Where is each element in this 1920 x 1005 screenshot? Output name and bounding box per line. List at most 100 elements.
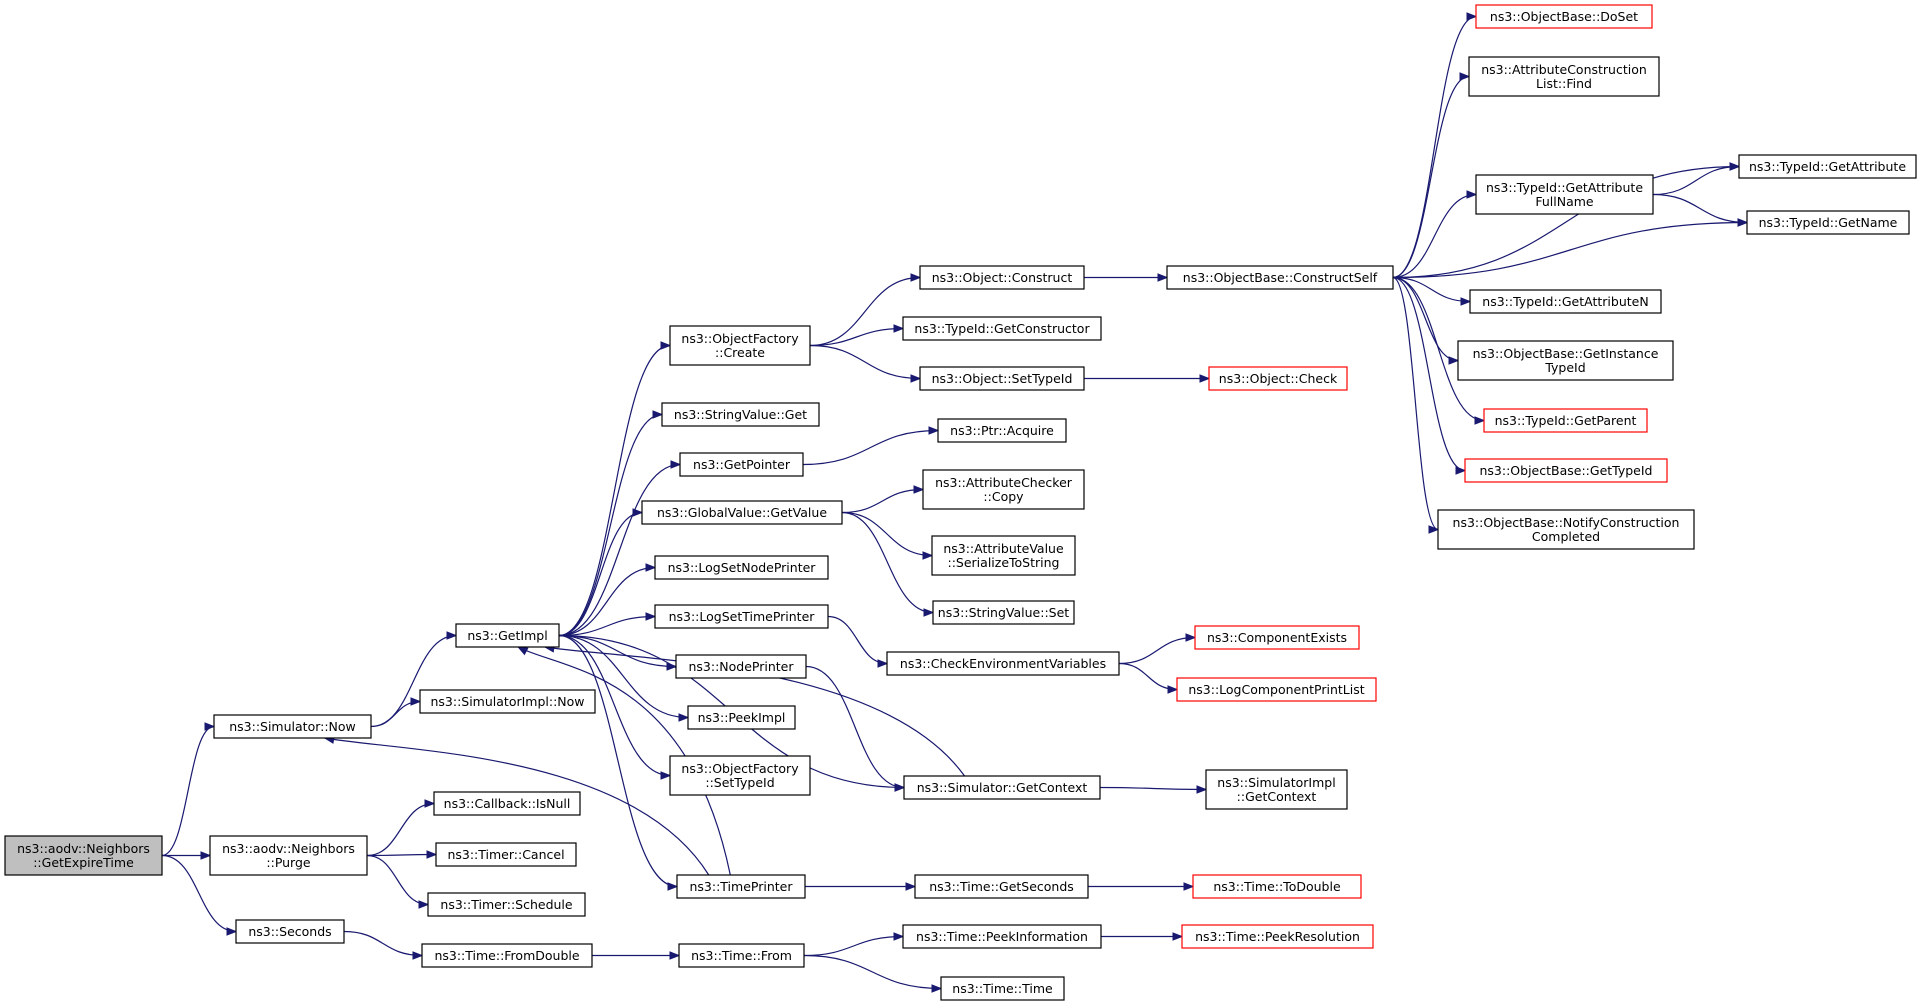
node-label: ns3::LogComponentPrintList	[1188, 682, 1364, 697]
node-ofcreate[interactable]: ns3::ObjectFactory::Create	[669, 325, 811, 366]
node-getpointer[interactable]: ns3::GetPointer	[679, 452, 804, 477]
node-box	[1475, 4, 1653, 29]
call-edge-logtimep-to-checkenv	[827, 615, 889, 668]
node-getimpl[interactable]: ns3::GetImpl	[455, 623, 560, 648]
node-objconstruct[interactable]: ns3::Object::Construct	[919, 265, 1085, 290]
call-edges	[161, 12, 1749, 993]
node-label: ns3::GetImpl	[467, 628, 547, 643]
node-box	[1166, 265, 1394, 290]
node-timetime[interactable]: ns3::Time::Time	[940, 976, 1065, 1001]
node-peekinfo[interactable]: ns3::Time::PeekInformation	[902, 924, 1102, 949]
node-box	[675, 654, 807, 679]
node-label: ::SerializeToString	[948, 555, 1060, 570]
node-root[interactable]: ns3::aodv::Neighbors::GetExpireTime	[4, 835, 163, 876]
node-simimplnow[interactable]: ns3::SimulatorImpl::Now	[419, 689, 596, 714]
node-fromdouble[interactable]: ns3::Time::FromDouble	[421, 943, 593, 968]
call-edge-gvgetvalue-to-acopy	[841, 485, 925, 514]
node-box	[661, 402, 820, 427]
node-compexists[interactable]: ns3::ComponentExists	[1194, 625, 1360, 650]
node-label: ns3::aodv::Neighbors	[17, 841, 150, 856]
node-box	[919, 366, 1085, 391]
node-box	[1457, 340, 1674, 381]
call-edge-fromdouble-to-timefrom	[591, 951, 681, 960]
node-label: ns3::GlobalValue::GetValue	[657, 505, 827, 520]
node-label: ns3::Simulator::GetContext	[917, 780, 1088, 795]
node-box	[213, 714, 372, 739]
node-objsettid[interactable]: ns3::Object::SetTypeId	[919, 366, 1085, 391]
node-label: ns3::SimulatorImpl	[1217, 775, 1335, 790]
node-box	[235, 919, 345, 944]
node-box	[902, 924, 1102, 949]
node-constructself[interactable]: ns3::ObjectBase::ConstructSelf	[1166, 265, 1394, 290]
node-ptracquire[interactable]: ns3::Ptr::Acquire	[937, 418, 1067, 443]
node-label: ns3::Time::ToDouble	[1213, 879, 1341, 894]
node-tidgetctor[interactable]: ns3::TypeId::GetConstructor	[902, 316, 1102, 341]
node-logcpl[interactable]: ns3::LogComponentPrintList	[1176, 677, 1377, 702]
node-box	[678, 943, 805, 968]
node-ofsettypeid[interactable]: ns3::ObjectFactory::SetTypeId	[669, 755, 811, 796]
node-box	[654, 604, 829, 629]
node-box	[433, 791, 581, 816]
node-checkenv[interactable]: ns3::CheckEnvironmentVariables	[886, 651, 1120, 676]
node-timefrom[interactable]: ns3::Time::From	[678, 943, 805, 968]
node-peekres[interactable]: ns3::Time::PeekResolution	[1181, 924, 1374, 949]
node-obnotify[interactable]: ns3::ObjectBase::NotifyConstructionCompl…	[1437, 509, 1695, 550]
node-tidgetparent[interactable]: ns3::TypeId::GetParent	[1483, 408, 1648, 433]
node-strget[interactable]: ns3::StringValue::Get	[661, 402, 820, 427]
node-gvgetvalue[interactable]: ns3::GlobalValue::GetValue	[641, 500, 843, 525]
node-lognodep[interactable]: ns3::LogSetNodePrinter	[654, 555, 829, 580]
node-tidgetattrn[interactable]: ns3::TypeId::GetAttributeN	[1469, 289, 1662, 314]
node-nodeprinter[interactable]: ns3::NodePrinter	[675, 654, 807, 679]
node-simgetctx[interactable]: ns3::Simulator::GetContext	[903, 775, 1101, 800]
call-edge-getpointer-to-ptracquire	[802, 426, 940, 466]
node-logtimep[interactable]: ns3::LogSetTimePrinter	[654, 604, 829, 629]
node-purge[interactable]: ns3::aodv::Neighbors::Purge	[209, 835, 368, 876]
node-box	[919, 265, 1085, 290]
node-objcheck[interactable]: ns3::Object::Check	[1208, 366, 1348, 391]
node-simimplctx[interactable]: ns3::SimulatorImpl::GetContext	[1205, 769, 1348, 810]
node-acopy[interactable]: ns3::AttributeChecker::Copy	[922, 469, 1085, 510]
node-dosetr[interactable]: ns3::ObjectBase::DoSet	[1475, 4, 1653, 29]
call-edge-tidgafn-to-tidgetname	[1652, 193, 1749, 227]
node-seconds[interactable]: ns3::Seconds	[235, 919, 345, 944]
node-tidgetname[interactable]: ns3::TypeId::GetName	[1746, 210, 1910, 235]
node-box	[676, 874, 806, 899]
node-label: ns3::AttributeChecker	[935, 475, 1073, 490]
call-edge-root-to-seconds	[161, 854, 238, 936]
call-edge-checkenv-to-compexists	[1118, 633, 1197, 665]
node-label: ns3::Callback::IsNull	[444, 796, 571, 811]
call-edge-constructself-to-dosetr	[1392, 12, 1478, 279]
node-box	[1469, 289, 1662, 314]
node-timeprinter[interactable]: ns3::TimePrinter	[676, 874, 806, 899]
node-box	[669, 325, 811, 366]
node-obgettid[interactable]: ns3::ObjectBase::GetTypeId	[1464, 458, 1668, 483]
node-strset[interactable]: ns3::StringValue::Set	[932, 600, 1075, 625]
node-timercancel[interactable]: ns3::Timer::Cancel	[435, 842, 577, 867]
node-simnow[interactable]: ns3::Simulator::Now	[213, 714, 372, 739]
node-label: ns3::Object::SetTypeId	[932, 371, 1073, 386]
node-label: ns3::TypeId::GetParent	[1495, 413, 1637, 428]
node-tidgetattr[interactable]: ns3::TypeId::GetAttribute	[1738, 154, 1917, 179]
node-label: List::Find	[1536, 76, 1592, 91]
node-avser[interactable]: ns3::AttributeValue::SerializeToString	[931, 535, 1076, 576]
node-label: ns3::ObjectBase::GetInstance	[1473, 346, 1659, 361]
node-label: ns3::LogSetTimePrinter	[669, 609, 816, 624]
node-timegetsec[interactable]: ns3::Time::GetSeconds	[914, 874, 1089, 899]
node-cbisnull[interactable]: ns3::Callback::IsNull	[433, 791, 581, 816]
node-label: FullName	[1535, 194, 1594, 209]
node-label: TypeId	[1544, 360, 1585, 375]
node-label: ns3::TypeId::GetAttributeN	[1482, 294, 1648, 309]
node-timersched[interactable]: ns3::Timer::Schedule	[427, 892, 586, 917]
node-peekimpl[interactable]: ns3::PeekImpl	[687, 705, 796, 730]
node-todouble[interactable]: ns3::Time::ToDouble	[1192, 874, 1362, 899]
node-box	[940, 976, 1065, 1001]
node-label: ns3::TypeId::GetConstructor	[914, 321, 1090, 336]
call-edge-constructself-to-aclfind	[1392, 72, 1471, 279]
node-box	[669, 755, 811, 796]
node-box	[455, 623, 560, 648]
node-box	[4, 835, 163, 876]
